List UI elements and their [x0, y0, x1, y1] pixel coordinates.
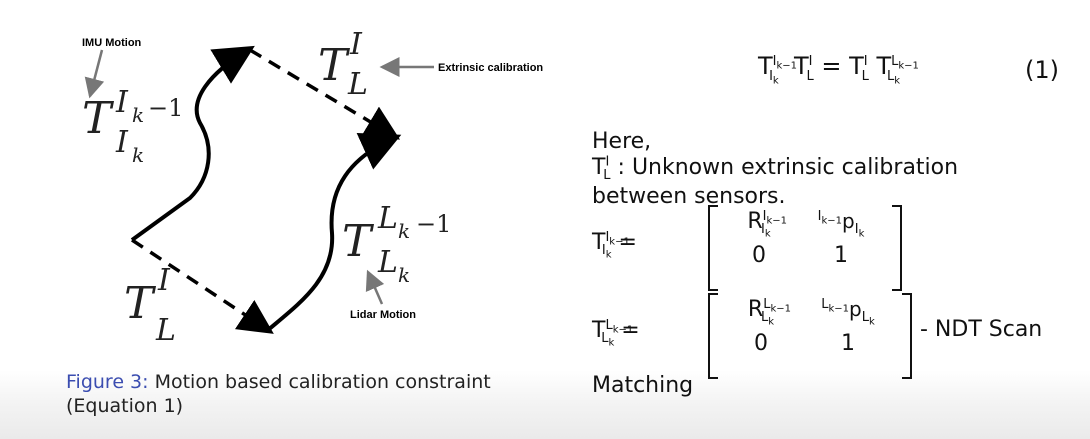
- calibration-diagram: IMU Motion Extrinsic calibration Lidar M…: [82, 28, 543, 348]
- svg-text:L: L: [377, 245, 398, 280]
- svg-text:−1: −1: [416, 210, 451, 238]
- lidar-label-arrow: [365, 269, 385, 305]
- figure-label: Figure 3:: [66, 371, 149, 393]
- equation-panel: TIk−1Ik TIL = TIL TLk−1Lk (1) Here, TIL …: [592, 0, 1082, 439]
- figure-caption-text: Motion based calibration constraint (Equ…: [66, 371, 491, 417]
- equation-number: (1): [1025, 56, 1059, 84]
- svg-text:I: I: [349, 28, 363, 62]
- extrinsic-calibration-label: Extrinsic calibration: [438, 62, 543, 74]
- lidar-motion-label: Lidar Motion: [350, 309, 416, 321]
- svg-text:k: k: [398, 263, 410, 287]
- svg-text:L: L: [377, 201, 398, 236]
- extrinsic-definition-cont: between sensors.: [592, 184, 786, 209]
- imu-transform-definition: TIk−1Ik =: [592, 229, 637, 261]
- lidar-transform-matrix: RLk−1Lk Lk−1pLk 0 1: [708, 293, 912, 379]
- imu-transform-label: T: [82, 93, 115, 144]
- lidar-transform-definition: TLk−1Lk =: [592, 317, 640, 349]
- extrinsic-definition: TIL : Unknown extrinsic calibration: [592, 154, 959, 184]
- lidar-transform-label: T: [342, 216, 375, 267]
- svg-text:L: L: [347, 67, 368, 102]
- extrinsic-definition-text: : Unknown extrinsic calibration: [617, 155, 959, 180]
- svg-text:−1: −1: [148, 94, 183, 122]
- equation-1: TIk−1Ik TIL = TIL TLk−1Lk: [758, 52, 919, 87]
- imu-motion-path: [130, 45, 255, 242]
- ndt-note: - NDT Scan: [920, 317, 1043, 342]
- ndt-note-cont: Matching: [592, 373, 694, 398]
- svg-text:k: k: [132, 143, 144, 167]
- imu-motion-label: IMU Motion: [82, 37, 142, 49]
- here-label: Here,: [592, 129, 652, 154]
- imu-transform-matrix: RIk−1Ik Ik−1pIk 0 1: [708, 205, 902, 291]
- svg-text:I: I: [115, 85, 129, 120]
- lidar-motion-path: [266, 133, 402, 332]
- extrinsic-transform-top: T: [318, 40, 351, 91]
- svg-text:k: k: [398, 219, 410, 243]
- extrinsic-top-path: [249, 48, 401, 140]
- figure-caption: Figure 3: Motion based calibration const…: [66, 370, 506, 418]
- imu-label-arrow: [84, 49, 105, 99]
- extrinsic-transform-bottom: T: [124, 278, 157, 329]
- svg-text:I: I: [115, 125, 129, 160]
- svg-text:L: L: [155, 313, 176, 348]
- svg-text:I: I: [157, 263, 171, 298]
- extrinsic-bottom-path: [131, 238, 274, 334]
- svg-text:k: k: [132, 103, 144, 127]
